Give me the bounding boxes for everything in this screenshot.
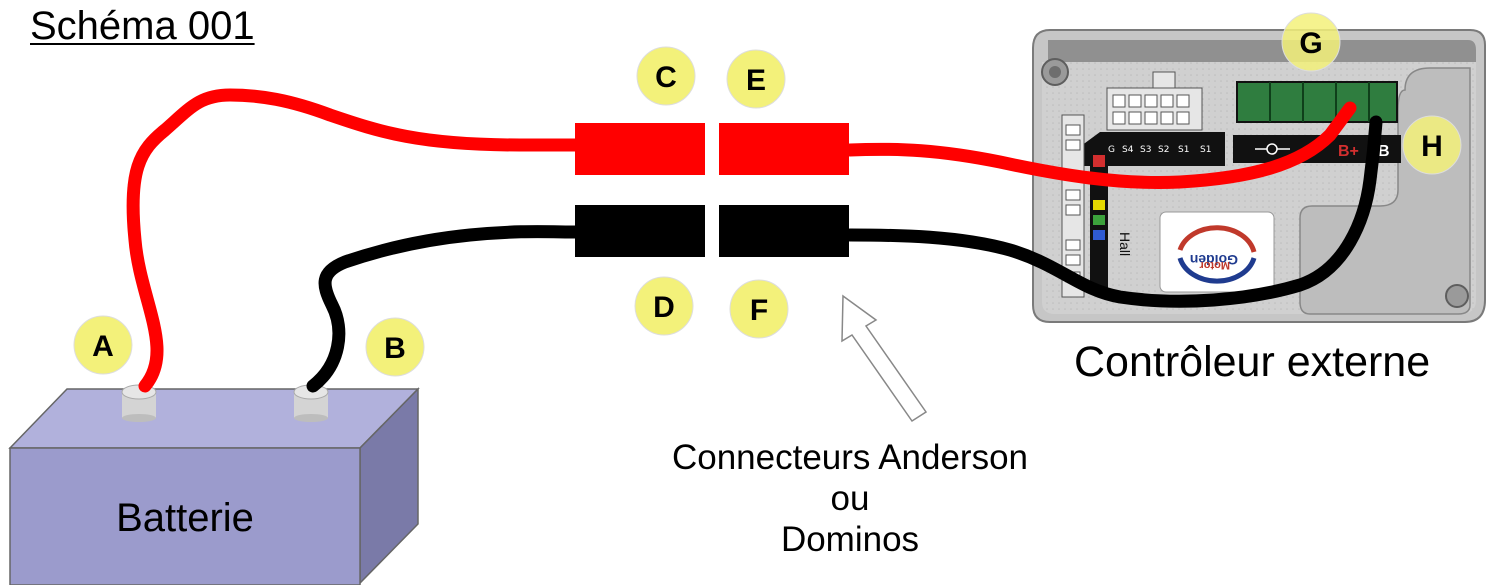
positive-wire-battery-side <box>126 88 585 393</box>
golden-motor-logo: Golden Motor <box>1159 211 1275 293</box>
marker-h: H <box>1402 115 1462 175</box>
marker-d: D <box>634 276 694 336</box>
positive-wire-controller-side <box>843 101 1357 190</box>
terminal-b-minus-label: B <box>1378 143 1390 160</box>
marker-h-letter: H <box>1421 130 1443 163</box>
logo-text-motor: Motor <box>1199 259 1230 271</box>
marker-b-letter: B <box>384 332 406 365</box>
battery-terminal-positive <box>121 384 157 422</box>
negative-wire-controller-side <box>843 115 1383 308</box>
terminal-b-plus-label: B+ <box>1338 143 1359 160</box>
pin-label: S1 <box>1178 145 1189 155</box>
marker-f: F <box>729 279 789 339</box>
pin-label: S2 <box>1158 145 1169 155</box>
connectors-label-line2: ou <box>830 478 870 518</box>
marker-b: B <box>365 317 425 377</box>
logo-text-golden: Golden <box>1190 252 1238 268</box>
pin-label: S4 <box>1122 145 1134 155</box>
connector-e <box>719 123 849 175</box>
connector-c <box>575 123 705 175</box>
connectors-label-line3: Dominos <box>780 519 920 559</box>
marker-e: E <box>726 49 786 109</box>
marker-f-letter: F <box>750 294 768 327</box>
negative-wire-battery-side <box>306 225 585 393</box>
marker-e-letter: E <box>746 64 766 97</box>
controller-label: Contrôleur externe <box>1074 338 1431 386</box>
marker-g: G <box>1281 12 1341 72</box>
marker-g-letter: G <box>1299 27 1322 60</box>
connectors-label-line1: Connecteurs Anderson <box>671 438 1029 477</box>
marker-c: C <box>636 46 696 106</box>
pin-label: G <box>1108 145 1115 155</box>
page-title: Schéma 001 <box>30 4 255 48</box>
hall-label: Hall <box>1117 232 1133 256</box>
connectors-label: Connecteurs Anderson ou Dominos <box>640 438 1060 561</box>
marker-c-letter: C <box>655 61 677 94</box>
marker-d-letter: D <box>653 291 675 324</box>
power-terminal-block <box>1236 81 1398 123</box>
pointer-arrow <box>841 294 928 423</box>
marker-a-letter: A <box>92 330 114 363</box>
connector-d <box>575 205 705 257</box>
battery-terminal-negative <box>293 384 329 422</box>
mount-hole-bottom-right <box>1445 284 1469 308</box>
battery <box>8 384 420 585</box>
connector-f <box>719 205 849 257</box>
battery-top-face <box>8 388 420 449</box>
pin-label: S1 <box>1200 145 1211 155</box>
pin-label: S3 <box>1140 145 1151 155</box>
marker-a: A <box>73 315 133 375</box>
battery-label: Batterie <box>116 496 254 540</box>
battery-front-face <box>9 447 361 585</box>
